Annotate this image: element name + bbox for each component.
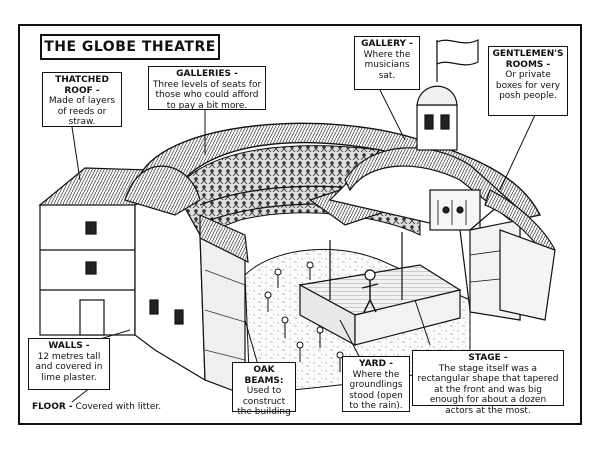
leader-lines <box>71 89 536 403</box>
label-stage-head: STAGE - <box>468 353 508 363</box>
groundlings <box>264 261 344 372</box>
label-stage-body: The stage itself was a rectangular shape… <box>417 363 559 416</box>
label-walls-body: 12 metres tall and covered in lime plast… <box>35 351 103 383</box>
label-gallery-head: GALLERY - <box>361 39 413 49</box>
label-thatched-roof-body: Made of layers of reeds or straw. <box>48 96 116 127</box>
label-walls-head: WALLS - <box>48 341 90 351</box>
label-galleries-body: Three levels of seats for those who coul… <box>152 79 262 111</box>
label-gallery: GALLERY - Where the musicians sat. <box>354 36 420 90</box>
label-gentlemens-rooms: GENTLEMEN'S ROOMS - Or private boxes for… <box>488 46 568 116</box>
label-gentlemens-rooms-body: Or private boxes for very posh people. <box>495 70 561 101</box>
label-floor-body: Covered with litter. <box>75 402 162 412</box>
label-yard: YARD - Where the groundlings stood (open… <box>342 356 410 412</box>
label-walls: WALLS - 12 metres tall and covered in li… <box>28 338 110 390</box>
label-gallery-body: Where the musicians sat. <box>363 49 411 81</box>
label-yard-body: Where the groundlings stood (open to the… <box>349 369 403 412</box>
label-galleries-head: GALLERIES - <box>176 69 238 79</box>
front-left-wall <box>124 165 249 396</box>
label-oak-beams: OAK BEAMS: Used to construct the buildin… <box>232 362 296 417</box>
label-thatched-roof: THATCHED ROOF - Made of layers of reeds … <box>42 72 122 127</box>
label-oak-beams-body: Used to construct the building <box>237 386 291 417</box>
label-oak-beams-head: OAK BEAMS: <box>244 365 284 386</box>
diagram-title: THE GLOBE THEATRE <box>40 34 220 60</box>
label-galleries: GALLERIES - Three levels of seats for th… <box>148 66 266 111</box>
label-yard-head: YARD - <box>359 359 393 369</box>
label-floor-head: FLOOR - <box>32 402 73 412</box>
label-stage: STAGE - The stage itself was a rectangul… <box>412 350 564 416</box>
cupola <box>416 39 479 151</box>
label-gentlemens-rooms-head: GENTLEMEN'S ROOMS - <box>492 49 564 70</box>
label-thatched-roof-head: THATCHED ROOF - <box>55 75 109 96</box>
label-floor: FLOOR - Covered with litter. <box>32 402 222 413</box>
